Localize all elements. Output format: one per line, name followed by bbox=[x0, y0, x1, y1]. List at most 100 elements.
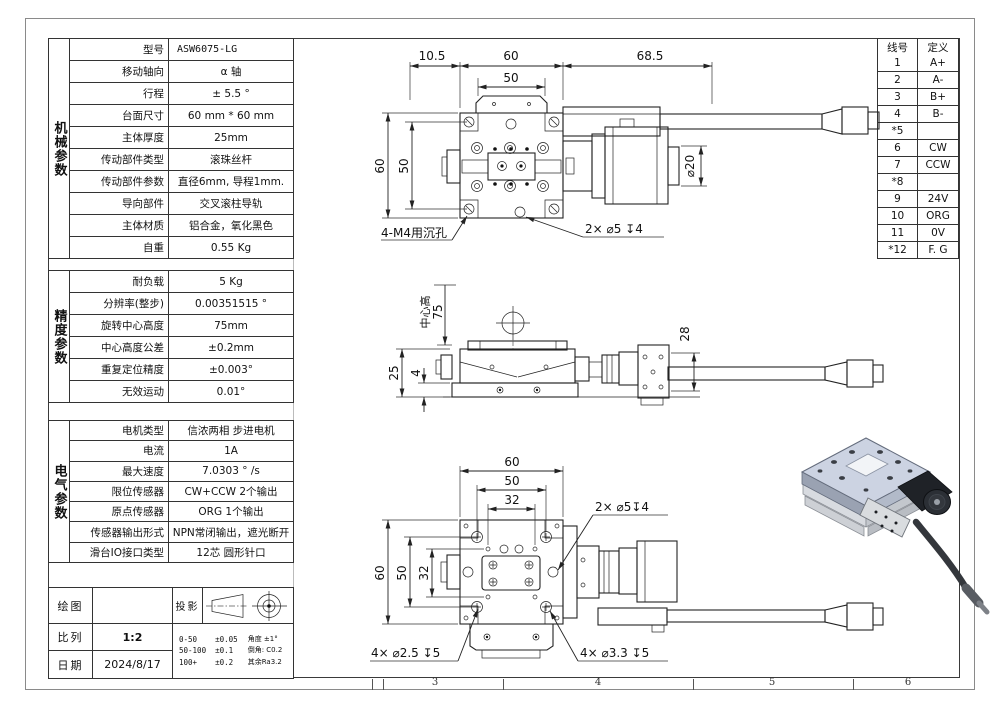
mechanical-params-table: 机械参数 型号 ASW6075-LG 移动轴向 α 轴 行程 ± 5.5 ° 台… bbox=[48, 38, 294, 259]
param-label: 原点传感器 bbox=[70, 502, 169, 522]
dim-50-h: 50 bbox=[503, 71, 518, 85]
dim-50-v-bottom: 50 bbox=[395, 565, 409, 580]
param-label: 旋转中心高度 bbox=[70, 315, 169, 336]
wire-table-row: *8 bbox=[878, 173, 958, 190]
param-value: NPN常闭输出，遮光断开 bbox=[172, 526, 290, 539]
label-2xd5-top: 2× ⌀5 ↧4 bbox=[585, 222, 643, 236]
table-row: 导向部件 交叉滚柱导轨 bbox=[70, 192, 293, 214]
param-label: 主体材质 bbox=[70, 215, 169, 236]
wire-def: B- bbox=[932, 108, 944, 120]
bottom-view: 60 50 32 60 50 32 2× ⌀5↧4 4× ⌀2.5 ↧5 4× … bbox=[370, 455, 884, 662]
dim-60-h-bottom: 60 bbox=[504, 455, 519, 469]
wire-no: 6 bbox=[878, 140, 918, 156]
zone-divider bbox=[693, 679, 694, 690]
dim-75: 75 bbox=[431, 304, 445, 319]
electrical-params-table: 电气参数 电机类型 信浓两相 步进电机 电流 1A 最大速度 7.0303 ° … bbox=[48, 420, 294, 563]
param-value: ±0.003° bbox=[208, 363, 254, 376]
wire-no: *12 bbox=[878, 242, 918, 258]
zone-number: 3 bbox=[431, 677, 439, 688]
table-row: 自重 0.55 Kg bbox=[70, 236, 293, 258]
wire-no-header: 线号 bbox=[878, 39, 918, 55]
wire-no: 3 bbox=[878, 89, 918, 105]
param-label: 主体厚度 bbox=[70, 127, 169, 148]
wire-table-row: 9 24V bbox=[878, 190, 958, 207]
wire-def: B+ bbox=[929, 91, 946, 103]
param-value: 0.55 Kg bbox=[210, 241, 252, 254]
table-row: 限位传感器 CW+CCW 2个输出 bbox=[70, 480, 293, 502]
side-view: 中心高 75 25 4 28 bbox=[387, 284, 884, 412]
param-value: ±0.2mm bbox=[208, 341, 254, 354]
table-row: 电机类型 信浓两相 步进电机 bbox=[70, 421, 293, 441]
table-row: 型号 ASW6075-LG bbox=[70, 39, 293, 60]
table-row: 分辨率(整步) 0.00351515 ° bbox=[70, 292, 293, 314]
label-4xd33: 4× ⌀3.3 ↧5 bbox=[580, 646, 649, 660]
wire-def: 0V bbox=[931, 227, 945, 239]
param-label: 型号 bbox=[70, 39, 169, 60]
param-label: 台面尺寸 bbox=[70, 105, 169, 126]
date-value-cell: 2024/8/17 bbox=[92, 650, 173, 679]
param-value: 25mm bbox=[214, 131, 248, 144]
table-row: 移动轴向 α 轴 bbox=[70, 60, 293, 82]
dim-4: 4 bbox=[409, 369, 423, 377]
table-row: 主体材质 铝合金，氧化黑色 bbox=[70, 214, 293, 236]
param-value: 1A bbox=[224, 444, 238, 457]
table-row: 主体厚度 25mm bbox=[70, 126, 293, 148]
wire-def-header: 定义 bbox=[927, 41, 949, 54]
wire-no: 7 bbox=[878, 157, 918, 173]
dim-60-h: 60 bbox=[503, 49, 518, 63]
table-row: 传动部件类型 滚珠丝杆 bbox=[70, 148, 293, 170]
label-4xd25: 4× ⌀2.5 ↧5 bbox=[371, 646, 440, 660]
param-label: 滑台IO接口类型 bbox=[70, 542, 169, 562]
table-row: 重复定位精度 ±0.003° bbox=[70, 358, 293, 380]
dim-dia20: ⌀20 bbox=[683, 155, 697, 178]
wire-no: 10 bbox=[878, 208, 918, 224]
zone-number: 6 bbox=[904, 677, 912, 688]
param-label: 限位传感器 bbox=[70, 481, 169, 502]
tolerance-notes: 角度 ±1° 倒角: C0.2 其余Ra3.2 bbox=[247, 635, 283, 666]
param-label: 传感器输出形式 bbox=[70, 522, 169, 542]
wire-no: 11 bbox=[878, 225, 918, 241]
table-row: 行程 ± 5.5 ° bbox=[70, 82, 293, 104]
param-label: 电机类型 bbox=[70, 421, 169, 441]
param-value: 5 Kg bbox=[219, 275, 243, 288]
param-label: 无效运动 bbox=[70, 381, 169, 402]
zone-number: 5 bbox=[768, 677, 776, 688]
wire-no: *8 bbox=[878, 174, 918, 190]
param-value: CW+CCW 2个输出 bbox=[184, 485, 278, 498]
wire-def: CW bbox=[929, 142, 947, 154]
param-value: 铝合金，氧化黑色 bbox=[189, 220, 273, 232]
param-value: 75mm bbox=[214, 319, 248, 332]
table-row: 传动部件参数 直径6mm, 导程1mm. bbox=[70, 170, 293, 192]
date-label-cell: 日期 bbox=[48, 650, 93, 679]
projection-label-cell: 投影 bbox=[172, 587, 203, 624]
table-row: 中心高度公差 ±0.2mm bbox=[70, 336, 293, 358]
param-value: 7.0303 ° /s bbox=[202, 465, 260, 478]
table-row: 耐负载 5 Kg bbox=[70, 271, 293, 292]
projection-symbol-cell bbox=[202, 587, 294, 624]
table-row: 旋转中心高度 75mm bbox=[70, 314, 293, 336]
zone-divider bbox=[372, 679, 373, 690]
table-row: 无效运动 0.01° bbox=[70, 380, 293, 402]
wire-table-header: 线号 定义 bbox=[878, 39, 958, 55]
param-value: ASW6075-LG bbox=[177, 44, 238, 55]
table-row: 最大速度 7.0303 ° /s bbox=[70, 460, 293, 481]
group-label-mechanical: 机械参数 bbox=[49, 39, 70, 258]
wire-no: 1 bbox=[878, 55, 918, 71]
label-center-height: 中心高 bbox=[418, 296, 432, 329]
param-value: 滚珠丝杆 bbox=[210, 154, 252, 166]
precision-params-table: 精度参数 耐负载 5 Kg 分辨率(整步) 0.00351515 ° 旋转中心高… bbox=[48, 270, 294, 403]
param-value: 直径6mm, 导程1mm. bbox=[177, 176, 285, 188]
dim-60-v-bottom: 60 bbox=[373, 565, 387, 580]
param-label: 传动部件类型 bbox=[70, 149, 169, 170]
sheet-outer-border bbox=[25, 18, 975, 690]
wire-table-row: 6 CW bbox=[878, 139, 958, 156]
wire-table-row: 7 CCW bbox=[878, 156, 958, 173]
dim-28: 28 bbox=[678, 326, 692, 341]
param-label: 耐负载 bbox=[70, 271, 169, 292]
wire-table-row: *12 F. G bbox=[878, 241, 958, 258]
wire-table-row: 1 A+ bbox=[878, 55, 958, 71]
param-label: 电流 bbox=[70, 441, 169, 461]
projection-symbol bbox=[206, 591, 287, 621]
label-2xd5-bottom: 2× ⌀5↧4 bbox=[595, 500, 649, 514]
